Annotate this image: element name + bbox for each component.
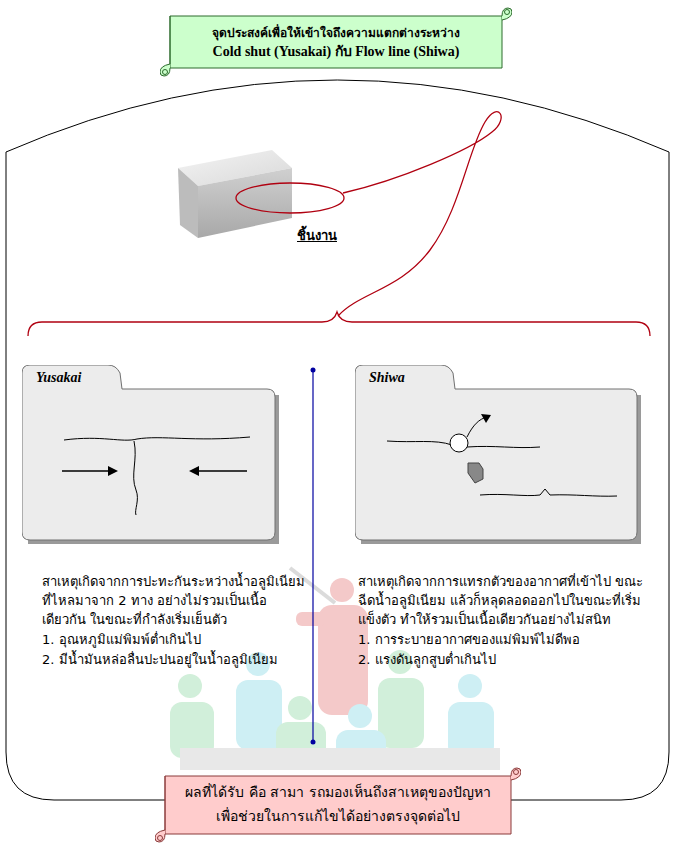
highlight-ellipse [236, 183, 344, 213]
node-heading: Yusakai [22, 365, 275, 387]
node-heading: ผลที่ได้รับ คือ สามา รถมองเห็นถึงสาเหตุข… [183, 780, 493, 828]
title-scroll: จุดประสงค์เพื่อให้เข้าใจถึงความแตกต่างระ… [160, 6, 512, 78]
cause-item: 1. อุณหภูมิแม่พิมพ์ต่ำเกินไป [42, 630, 310, 649]
scroll-shape [155, 766, 521, 848]
folder-shape [355, 365, 643, 550]
folder-yusakai: Yusakai [22, 365, 275, 540]
red-brace [28, 312, 650, 336]
part-label: ชิ้นงาน [297, 226, 377, 245]
folder-shiwa: Shiwa [355, 365, 637, 540]
node-subheading: Cold shut (Yusakai) กับ Flow line (Shiwa… [176, 42, 496, 62]
cause-item: 1. การระบายอากาศของแม่พิมพ์ไม่ดีพอ [358, 630, 658, 649]
node-heading: Shiwa [355, 365, 637, 387]
divider-dot [311, 368, 316, 373]
result-scroll: ผลที่ได้รับ คือ สามา รถมองเห็นถึงสาเหตุข… [155, 766, 521, 844]
cause-text: สาเหตุเกิดจากการปะทะกันระหว่างน้ำอลูมิเน… [42, 572, 310, 629]
cause-item: 2. มีน้ำมันหล่อลื่นปะปนอยู่ในน้ำอลูมิเนี… [42, 650, 310, 669]
frame-outline [6, 80, 669, 800]
divider-dot [311, 740, 316, 745]
workpiece-illustration [178, 150, 292, 238]
divider-line [312, 370, 313, 742]
leader-curve [338, 112, 501, 316]
folder-shape [22, 365, 281, 550]
node-heading: จุดประสงค์เพื่อให้เข้าใจถึงความแตกต่างระ… [176, 24, 496, 42]
cause-item: 2. แรงดันลูกสูบต่ำเกินไป [358, 650, 658, 669]
cause-text: สาเหตุเกิดจากการแทรกตัวของอากาศที่เข้าไป… [358, 572, 658, 629]
